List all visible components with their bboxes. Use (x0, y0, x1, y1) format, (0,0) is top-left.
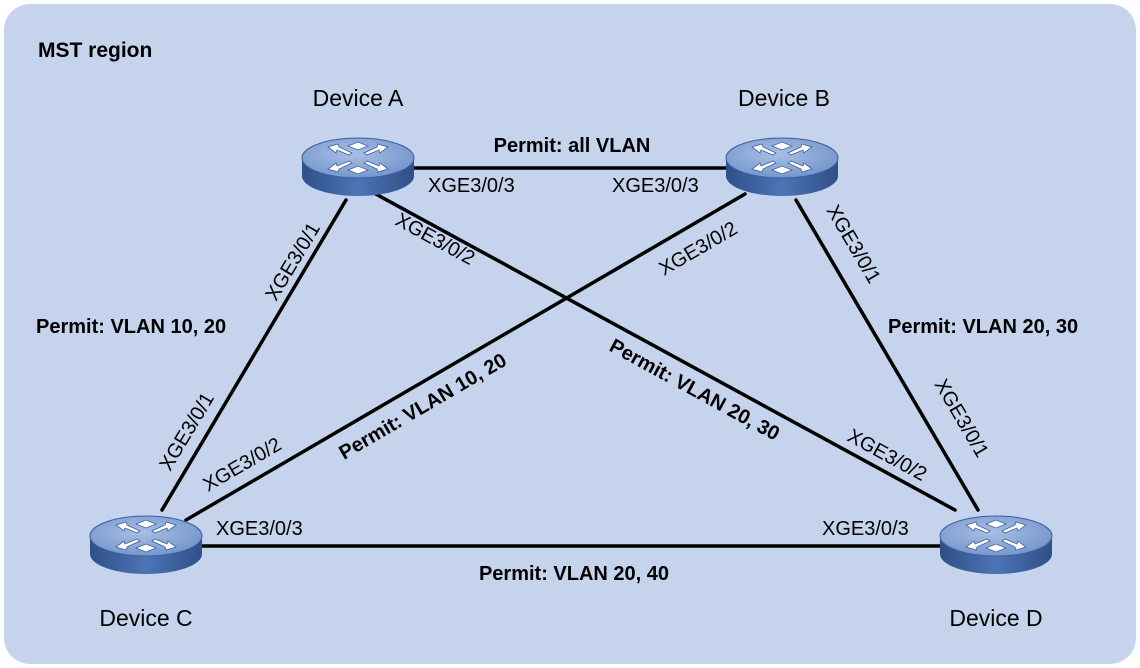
device-d-label: Device D (949, 605, 1042, 631)
link-c-d-port-d: XGE3/0/3 (822, 518, 909, 540)
device-d[interactable] (939, 515, 1053, 575)
link-b-d-permit: Permit: VLAN 20, 30 (888, 316, 1078, 338)
switch-icon (89, 515, 203, 575)
device-c-label: Device C (99, 605, 192, 631)
link-c-d-port-c: XGE3/0/3 (216, 518, 303, 540)
device-a-label: Device A (313, 85, 404, 111)
link-b-d (794, 198, 980, 512)
link-a-b-port-a: XGE3/0/3 (428, 175, 515, 197)
region-title: MST region (38, 39, 152, 62)
link-b-c (184, 192, 747, 522)
switch-icon (725, 137, 839, 197)
switch-icon (301, 137, 415, 197)
link-a-c (160, 198, 348, 512)
device-b-label: Device B (738, 85, 830, 111)
link-c-d-permit: Permit: VLAN 20, 40 (479, 563, 669, 585)
device-a[interactable] (301, 137, 415, 197)
link-a-b-permit: Permit: all VLAN (494, 135, 651, 157)
link-a-b-port-b: XGE3/0/3 (612, 175, 699, 197)
link-a-d (372, 191, 957, 512)
links (160, 166, 980, 548)
mst-region-background (4, 4, 1136, 664)
link-a-c-permit: Permit: VLAN 10, 20 (36, 316, 226, 338)
device-c[interactable] (89, 515, 203, 575)
switch-icon (939, 515, 1053, 575)
device-b[interactable] (725, 137, 839, 197)
